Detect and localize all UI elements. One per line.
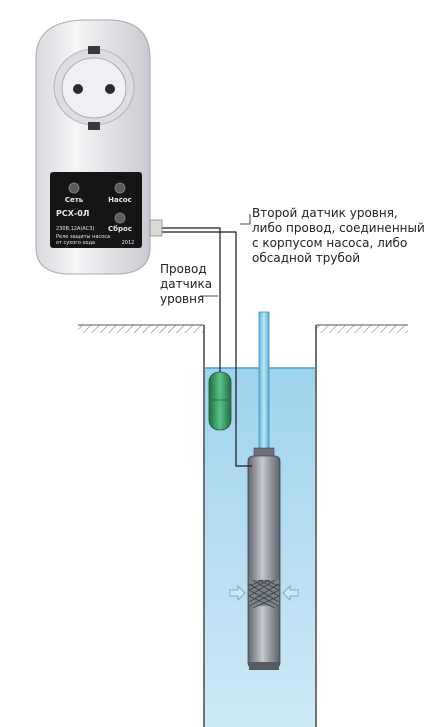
sensor-connector [149,219,163,237]
well-casing [203,325,317,727]
wires [148,214,252,467]
indicator-pump [114,182,126,194]
socket-pin-hole-left [73,84,83,94]
device-description: Реле защиты насоса от сухого хода [56,234,111,246]
delivery-pipe [258,311,270,451]
label-pump: Насос [108,196,132,204]
pump-intake-grille [248,579,280,609]
earth-clip-bottom [88,122,100,130]
ground [78,324,408,333]
indicator-network [68,182,80,194]
socket-pin-hole-right [105,84,115,94]
label-network: Сеть [64,196,84,204]
water-intake-arrows [229,585,299,601]
reset-button[interactable] [114,212,126,224]
device-year: 2012 [121,240,135,246]
device-rating: 230В,12А(АС3) [56,226,95,232]
earth-clip-top [88,46,100,54]
second-sensor-wire [148,231,252,467]
submersible-pump [247,447,281,670]
label-reset: Сброс [108,225,132,233]
callout-leader-right [240,214,251,225]
power-socket[interactable] [53,46,135,130]
relay-device [35,19,163,275]
callout-level-sensor-wire: Провод датчика уровня [160,262,213,306]
level-sensor [208,371,232,431]
level-sensor-wire [148,227,221,372]
callout-second-sensor: Второй датчик уровня, либо провод, соеди… [252,206,425,265]
device-model: РСХ-0Л [56,209,90,218]
